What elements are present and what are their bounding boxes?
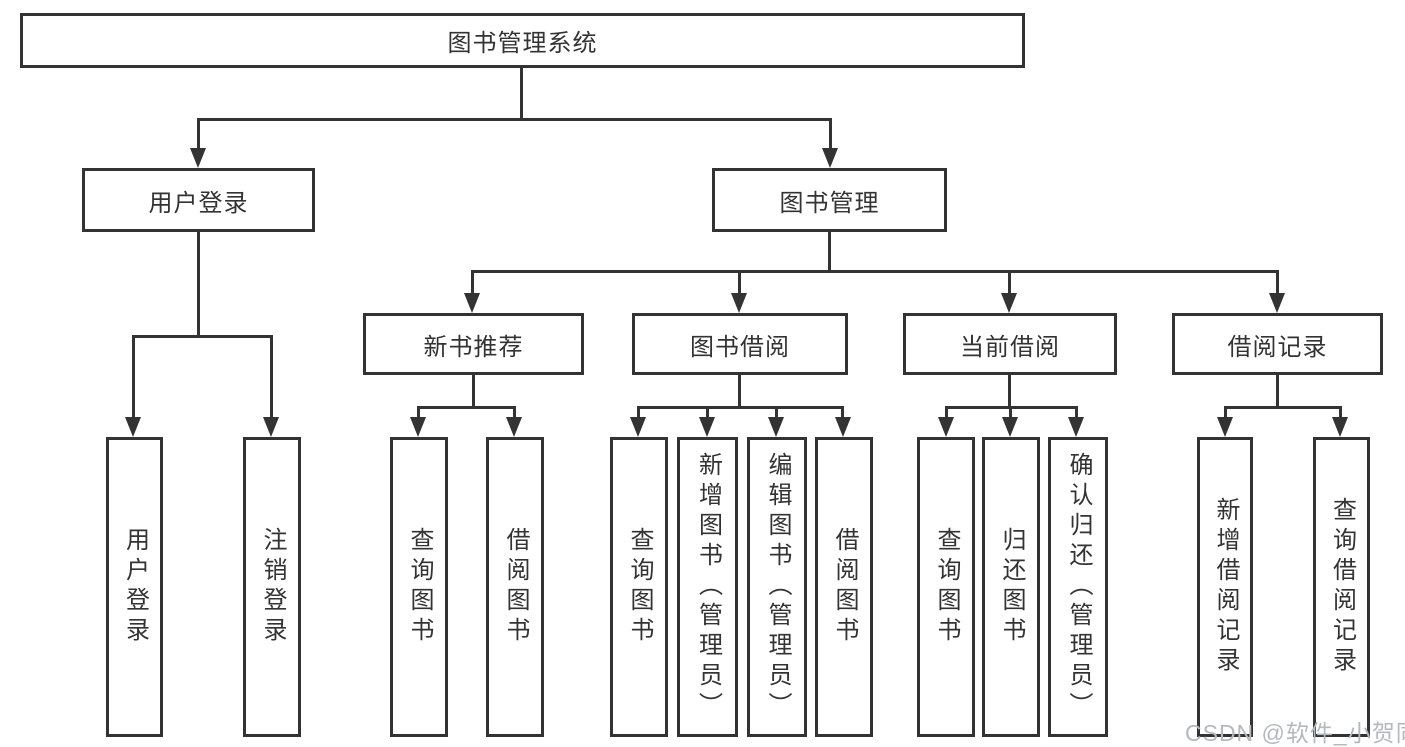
node-user-login: 用户登录 <box>106 437 163 737</box>
arrowhead-down <box>464 293 480 313</box>
node-label: 图书借阅 <box>690 333 790 361</box>
node-label: 借阅图书 <box>502 527 529 647</box>
connector-stem <box>738 375 741 409</box>
connector-rail <box>417 406 516 409</box>
connector-stem <box>945 406 948 420</box>
connector-stem <box>472 375 475 409</box>
connector-stem <box>471 270 474 295</box>
node-add-borrow-record: 新增借阅记录 <box>1197 437 1253 737</box>
connector-stem <box>637 406 640 420</box>
arrowhead-down <box>630 417 646 437</box>
connector-level3-rail <box>471 270 1279 273</box>
node-label: 查询借阅记录 <box>1328 497 1356 677</box>
connector-rail <box>132 335 273 338</box>
connector-stem <box>829 118 832 150</box>
node-label: 图书管理 <box>779 189 880 217</box>
arrowhead-down <box>938 417 954 437</box>
node-label: 新增图书（管理员） <box>694 452 722 722</box>
node-label: 编辑图书（管理员） <box>764 452 791 722</box>
connector-stem <box>841 406 844 420</box>
arrowhead-down <box>731 293 747 313</box>
arrowhead-down <box>506 417 522 437</box>
connector-stem <box>132 335 135 419</box>
connector-stem <box>706 406 709 420</box>
arrowhead-down <box>1269 293 1285 313</box>
node-label: 注销登录 <box>259 527 286 647</box>
arrowhead-down <box>125 417 141 437</box>
node-label: 查询图书 <box>933 527 960 647</box>
connector-stem <box>197 232 200 338</box>
connector-level2-rail <box>197 118 831 121</box>
connector-stem <box>1075 406 1078 420</box>
node-label: 确认归还（管理员） <box>1065 452 1092 722</box>
arrowhead-down <box>263 417 279 437</box>
node-query-books-recommend: 查询图书 <box>390 437 448 737</box>
arrowhead-down <box>410 417 426 437</box>
connector-rail <box>637 406 844 409</box>
node-add-books-admin: 新增图书（管理员） <box>677 437 738 737</box>
connector-stem <box>1339 406 1342 420</box>
connector-stem <box>1008 270 1011 295</box>
connector-stem <box>1224 406 1227 420</box>
connector-stem <box>738 270 741 295</box>
arrowhead-down <box>1217 417 1233 437</box>
connector-stem <box>513 406 516 420</box>
node-query-borrow-record: 查询借阅记录 <box>1313 437 1370 737</box>
node-query-books-borrow: 查询图书 <box>610 437 668 737</box>
node-label: 借阅记录 <box>1227 333 1328 361</box>
arrowhead-down <box>822 148 838 168</box>
connector-stem <box>775 406 778 420</box>
node-label: 新书推荐 <box>423 333 524 361</box>
arrowhead-down <box>1002 417 1018 437</box>
node-query-books-current: 查询图书 <box>917 437 975 737</box>
connector-stem <box>1009 406 1012 420</box>
node-confirm-return-admin: 确认归还（管理员） <box>1048 437 1108 737</box>
node-label: 用户登录 <box>121 527 149 647</box>
node-return-books: 归还图书 <box>982 437 1040 737</box>
node-borrow-records: 借阅记录 <box>1172 313 1383 375</box>
connector-stem <box>417 406 420 420</box>
node-logout: 注销登录 <box>243 437 301 737</box>
connector-stem <box>1008 375 1011 409</box>
node-user-login-group: 用户登录 <box>82 168 315 232</box>
node-new-book-recommend: 新书推荐 <box>363 313 584 375</box>
node-label: 图书管理系统 <box>447 30 598 57</box>
node-label: 新增借阅记录 <box>1212 497 1239 677</box>
arrowhead-down <box>190 148 206 168</box>
connector-rail <box>1224 406 1342 409</box>
arrowhead-down <box>768 417 784 437</box>
connector-root-stem <box>520 68 523 121</box>
node-book-management-system: 图书管理系统 <box>20 13 1025 68</box>
node-book-borrow: 图书借阅 <box>632 313 848 375</box>
connector-stem <box>1276 375 1279 409</box>
arrowhead-down <box>1068 417 1084 437</box>
connector-stem <box>1276 270 1279 295</box>
node-borrow-books-recommend: 借阅图书 <box>486 437 544 737</box>
node-label: 查询图书 <box>626 527 653 647</box>
node-book-management: 图书管理 <box>712 168 947 232</box>
node-current-borrow: 当前借阅 <box>903 313 1117 375</box>
node-label: 当前借阅 <box>960 333 1060 361</box>
connector-stem <box>828 232 831 273</box>
csdn-watermark: CSDN @软件_小贺同学 <box>1185 720 1405 746</box>
connector-stem <box>270 335 273 419</box>
node-label: 归还图书 <box>998 527 1025 647</box>
arrowhead-down <box>1332 417 1348 437</box>
node-label: 用户登录 <box>148 189 249 217</box>
arrowhead-down <box>699 417 715 437</box>
arrowhead-down <box>835 417 851 437</box>
node-borrow-books: 借阅图书 <box>815 437 873 737</box>
node-label: 查询图书 <box>406 527 433 647</box>
node-label: 借阅图书 <box>831 527 858 647</box>
connector-stem <box>197 118 200 150</box>
arrowhead-down <box>1001 293 1017 313</box>
node-edit-books-admin: 编辑图书（管理员） <box>747 437 807 737</box>
